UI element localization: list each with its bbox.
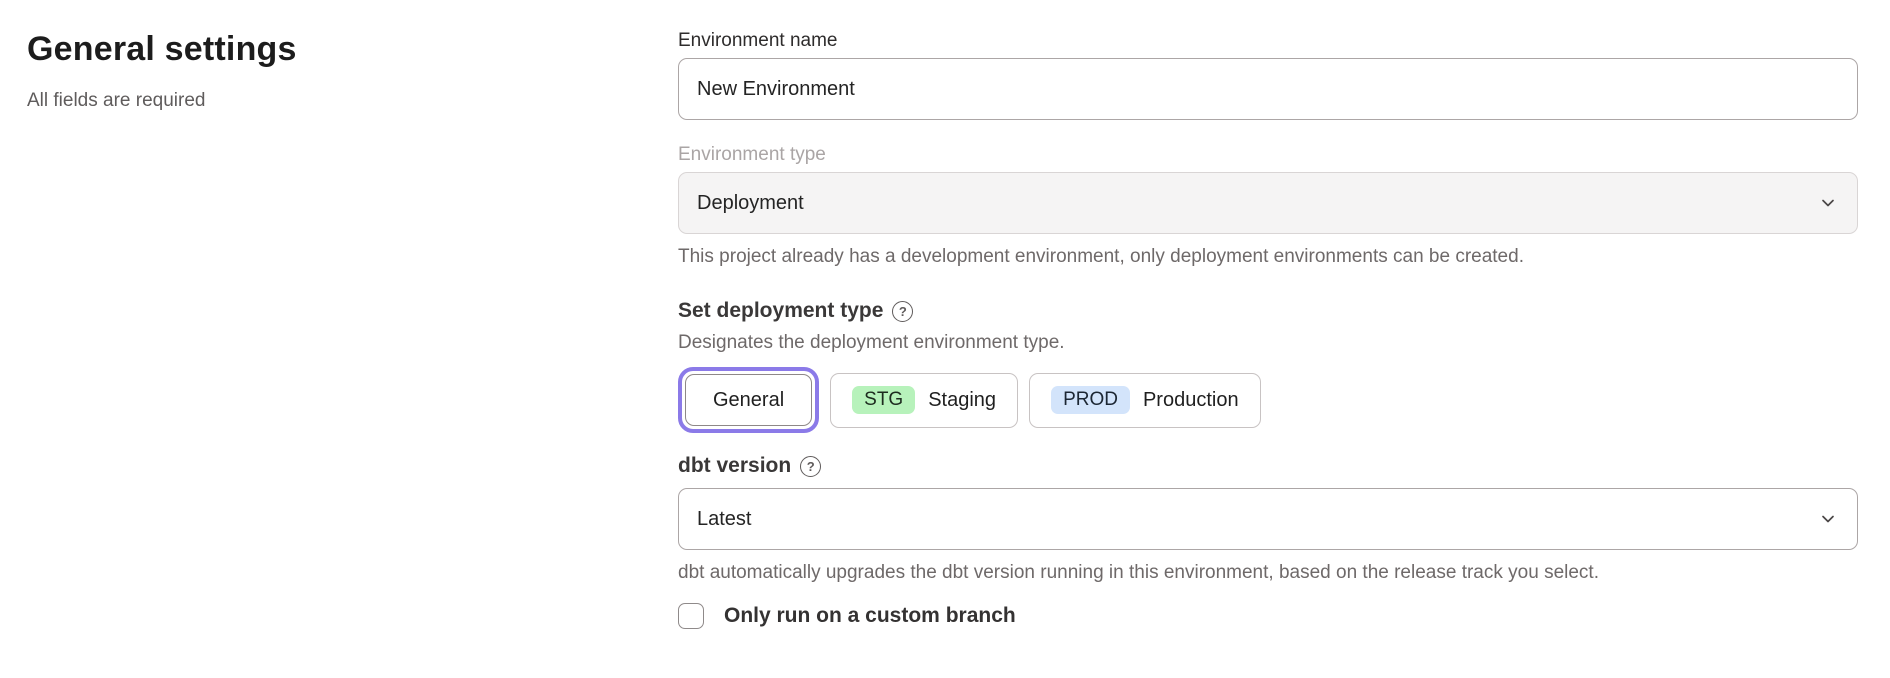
environment-settings-form: Environment name Environment type Deploy… [678, 30, 1858, 629]
page-subtitle: All fields are required [27, 90, 206, 111]
deployment-type-option-staging[interactable]: STG Staging [830, 372, 1019, 428]
deployment-type-option-general[interactable]: General [685, 374, 813, 426]
environment-type-select: Deployment [678, 172, 1858, 234]
environment-type-label: Environment type [678, 144, 826, 165]
option-label: Staging [928, 388, 997, 411]
dbt-version-heading-text: dbt version [678, 454, 792, 477]
custom-branch-checkbox[interactable] [678, 603, 704, 629]
environment-type-value: Deployment [697, 191, 804, 214]
chevron-down-icon [1822, 515, 1834, 523]
deployment-type-heading: Set deployment type ? [678, 299, 1858, 323]
dbt-version-helper: dbt automatically upgrades the dbt versi… [678, 562, 1599, 583]
environment-name-input[interactable] [678, 58, 1858, 120]
custom-branch-row: Only run on a custom branch [678, 603, 1858, 629]
option-label: General [713, 388, 785, 411]
page-title: General settings [27, 30, 297, 68]
environment-name-label: Environment name [678, 30, 838, 51]
deployment-type-options: General STG Staging PROD Production [678, 367, 1858, 433]
dbt-version-select[interactable]: Latest [678, 488, 1858, 550]
dbt-version-value: Latest [697, 507, 752, 530]
deployment-type-heading-text: Set deployment type [678, 299, 884, 322]
deployment-type-option-production[interactable]: PROD Production [1029, 372, 1261, 428]
help-circle-icon[interactable]: ? [800, 455, 822, 477]
dbt-version-heading: dbt version ? [678, 454, 1858, 478]
help-circle-icon[interactable]: ? [892, 300, 914, 322]
production-badge: PROD [1051, 386, 1130, 414]
deployment-type-description: Designates the deployment environment ty… [678, 332, 1065, 353]
deployment-type-option-general-selected-ring[interactable]: General [678, 367, 820, 433]
option-label: Production [1142, 388, 1239, 411]
custom-branch-label[interactable]: Only run on a custom branch [724, 604, 1016, 627]
staging-badge: STG [852, 386, 916, 414]
environment-type-helper: This project already has a development e… [678, 246, 1524, 267]
page-header: General settings All fields are required [27, 30, 587, 112]
chevron-down-icon [1822, 199, 1834, 207]
